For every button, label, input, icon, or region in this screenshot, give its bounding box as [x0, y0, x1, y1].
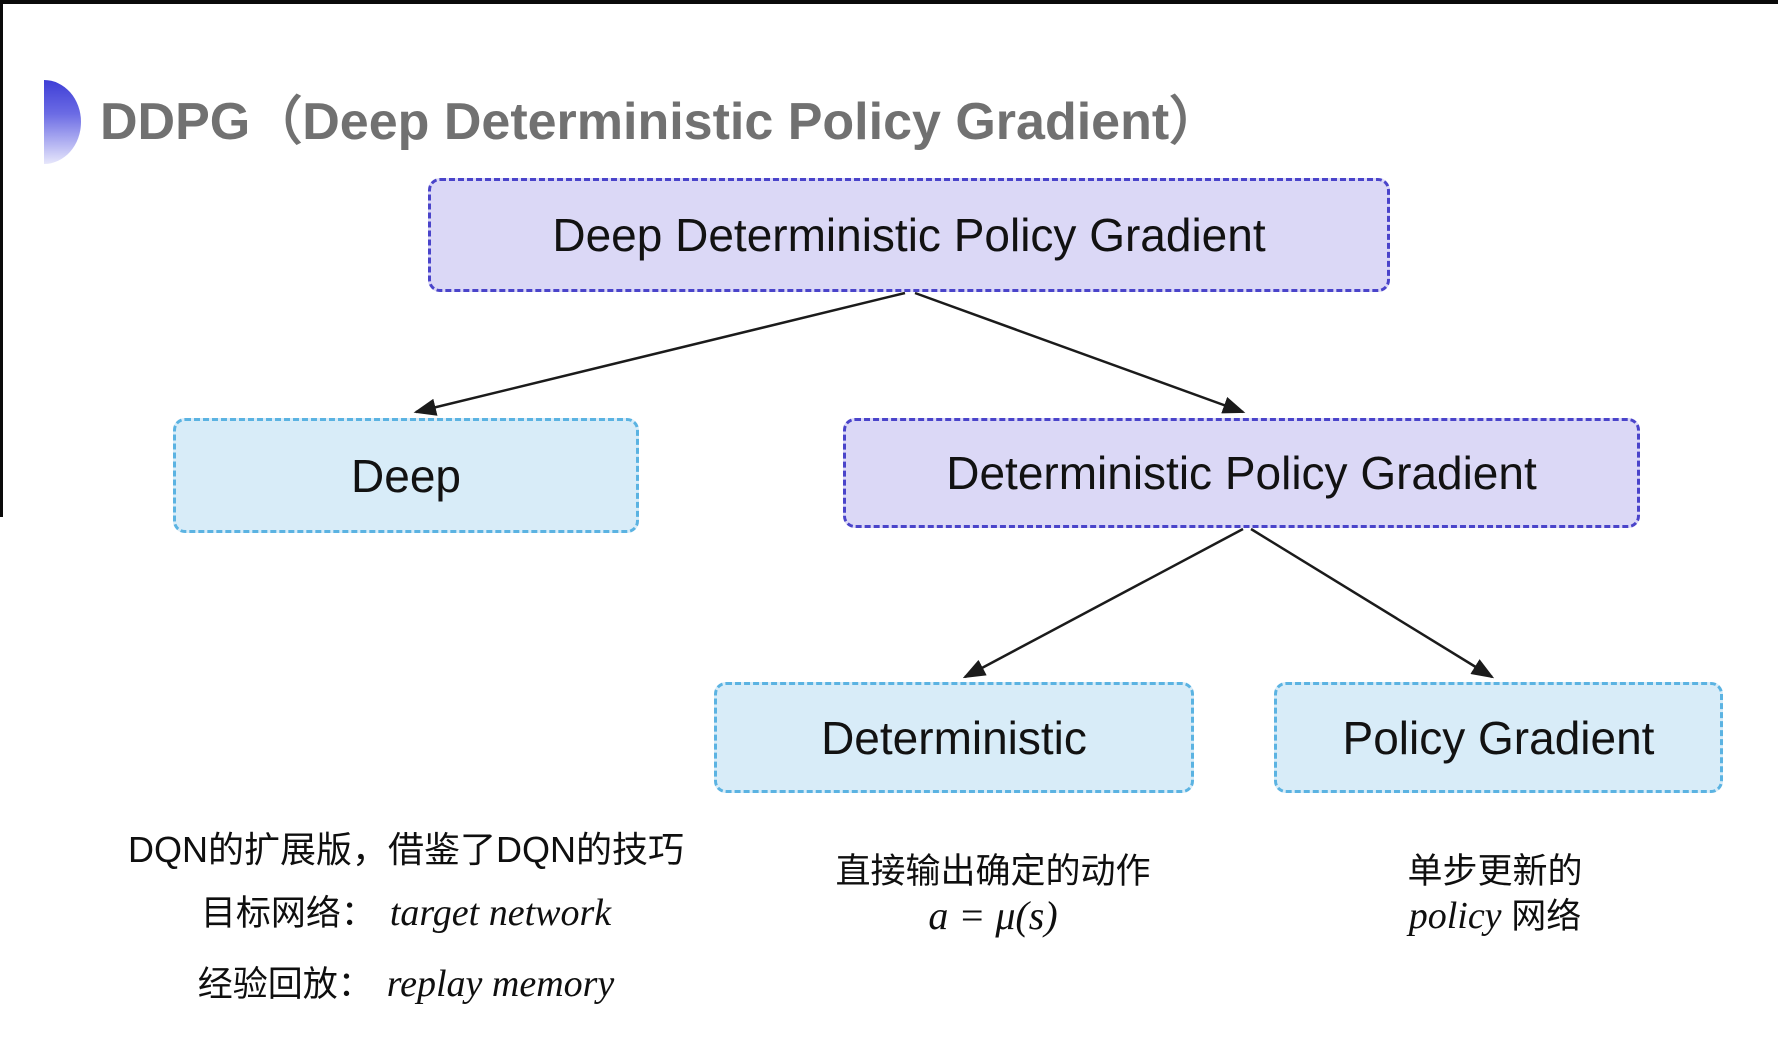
deep-note-line3-label: 经验回放： — [197, 965, 373, 1004]
deep-note-line2-value: target network — [389, 892, 612, 934]
arrow-dpg-to-deterministic — [962, 527, 1244, 679]
node-deep: Deep — [173, 418, 639, 533]
note-policy-gradient: 单步更新的 policy 网络 — [1295, 850, 1695, 946]
half-circle-bullet-icon — [44, 80, 81, 164]
frame-top-border — [0, 0, 1778, 4]
node-deterministic-label: Deterministic — [821, 711, 1087, 764]
node-deterministic: Deterministic — [714, 682, 1194, 793]
node-dpg: Deterministic Policy Gradient — [843, 418, 1640, 528]
slide-title: DDPG（Deep Deterministic Policy Gradient） — [100, 93, 1222, 151]
node-policy-gradient-label: Policy Gradient — [1342, 711, 1655, 764]
pg-note-line2: policy 网络 — [1295, 894, 1695, 946]
node-deep-label: Deep — [351, 449, 461, 502]
pg-note-line1: 单步更新的 — [1407, 852, 1583, 891]
arrow-ddpg-to-deep — [413, 291, 906, 416]
arrow-dpg-to-pg — [1250, 527, 1495, 679]
node-dpg-label: Deterministic Policy Gradient — [946, 447, 1537, 499]
node-policy-gradient: Policy Gradient — [1274, 682, 1723, 793]
frame-left-border — [0, 0, 3, 517]
pg-note-line2-italic: policy — [1408, 895, 1502, 937]
deterministic-note-equation: a = μ(s) — [928, 893, 1058, 938]
deep-note-line2-label: 目标网络： — [200, 894, 376, 933]
note-deep: DQN的扩展版，借鉴了DQN的技巧 目标网络： target network 经验… — [120, 828, 692, 1033]
node-ddpg: Deep Deterministic Policy Gradient — [428, 178, 1390, 292]
deterministic-note-line1: 直接输出确定的动作 — [835, 852, 1151, 891]
deep-note-line3-value: replay memory — [386, 963, 615, 1005]
deep-note-line1: DQN的扩展版，借鉴了DQN的技巧 — [128, 829, 684, 870]
pg-note-line2-rest: 网络 — [1501, 897, 1582, 936]
arrow-ddpg-to-dpg — [914, 291, 1246, 414]
note-deterministic: 直接输出确定的动作 a = μ(s) — [793, 850, 1193, 938]
deep-note-line2: 目标网络： target network — [120, 891, 692, 943]
node-ddpg-label: Deep Deterministic Policy Gradient — [552, 209, 1266, 261]
deep-note-line3: 经验回放： replay memory — [120, 962, 692, 1014]
